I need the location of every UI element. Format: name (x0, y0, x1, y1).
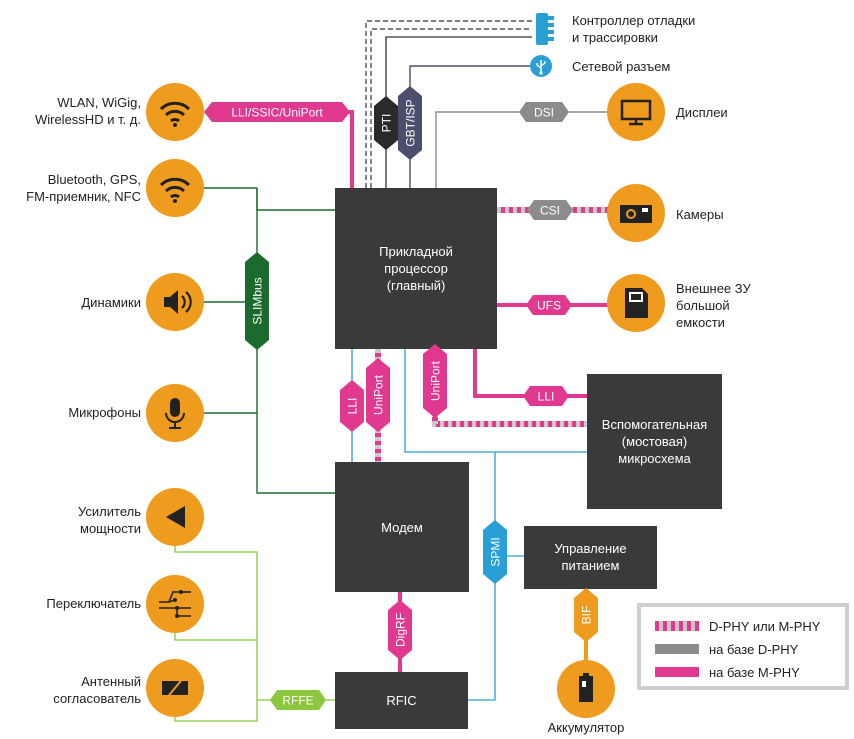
tag-uniport-modem (366, 358, 390, 432)
rfic-label: RFIC (386, 693, 417, 708)
camera-icon (607, 184, 665, 242)
dsi-line (435, 111, 610, 188)
tag-bif-text: BIF (580, 606, 594, 625)
tag-uniport-bridge-text: UniPort (429, 360, 443, 401)
legend-row-mphy: на базе M-PHY (655, 664, 800, 680)
legend-label-mphy: на базе M-PHY (709, 664, 800, 680)
label-displays: Дисплеи (676, 105, 728, 120)
label-network-port: Сетевой разъем (572, 59, 671, 74)
label-debug-controller: Контроллер отладки и трассировки (572, 13, 696, 45)
tag-gbt-isp (398, 86, 422, 160)
tag-digrf (388, 600, 412, 660)
tag-csi-text: CSI (540, 204, 560, 218)
usb-icon (530, 55, 552, 77)
tag-lli-bridge (523, 386, 569, 406)
legend-row-dphy-mphy: D-PHY или M-PHY (655, 618, 821, 634)
modem-label: Модем (381, 520, 423, 535)
label-battery: Аккумулятор (547, 720, 625, 735)
wifi-icon (146, 83, 204, 141)
tag-spmi-text: SPMI (489, 537, 503, 566)
wlan-lli-line (205, 110, 354, 188)
amplifier-icon (146, 488, 204, 546)
battery-icon (557, 660, 615, 718)
tag-lli-modem-text: LLI (346, 398, 360, 415)
tag-lli-wlan-text: LLI/SSIC/UniPort (231, 106, 323, 120)
tag-bif (574, 588, 598, 642)
tag-dsi-text: DSI (534, 106, 554, 120)
microphone-icon (146, 384, 204, 442)
speaker-icon (146, 273, 204, 331)
tuner-icon (146, 659, 204, 717)
label-microphones: Микрофоны (68, 405, 141, 420)
bridge-uniport-line (432, 349, 587, 427)
tag-lli-bridge-text: LLI (538, 390, 555, 404)
label-amplifier: Усилитель мощности (78, 504, 141, 536)
label-tuner: Антенный согласователь (53, 674, 141, 706)
debug-lines (365, 20, 532, 188)
legend-swatch-striped (655, 621, 699, 631)
label-speakers: Динамики (81, 295, 141, 310)
app-processor-label: Прикладной процессор (главный) (379, 244, 453, 293)
label-wlan: WLAN, WiGig, WirelessHD и т. д. (34, 95, 141, 127)
legend: D-PHY или M-PHY на базе D-PHY на базе M-… (637, 603, 849, 690)
display-icon (607, 83, 665, 141)
tag-digrf-text: DigRF (394, 613, 408, 647)
switch-icon (146, 575, 204, 633)
tag-lli-modem (340, 380, 364, 432)
tag-ufs (526, 295, 572, 315)
tag-spmi (483, 520, 507, 584)
tag-rffe (270, 690, 326, 710)
tag-uniport-bridge (423, 344, 447, 418)
tag-slimbus (245, 252, 269, 350)
app-processor-box (335, 188, 497, 349)
tag-pti (374, 96, 398, 150)
legend-label-dphy-mphy: D-PHY или M-PHY (709, 618, 821, 634)
bridge-box (587, 374, 722, 509)
tag-lli-wlan (204, 102, 350, 122)
sd-card-icon (607, 274, 665, 332)
tag-rffe-text: RFFE (282, 694, 313, 708)
legend-row-dphy: на базе D-PHY (655, 641, 799, 657)
label-cameras: Камеры (676, 207, 724, 222)
tag-pti-text: PTI (380, 114, 394, 133)
tag-gbt-isp-text: GBT/ISP (404, 99, 418, 146)
power-label: Управление питанием (554, 541, 627, 573)
label-switch: Переключатель (46, 596, 141, 611)
bridge-label: Вспомогательная (мостовая) микросхема (601, 417, 708, 466)
debug-connector-icon (536, 13, 554, 45)
power-box (524, 526, 657, 589)
rfic-box (335, 672, 468, 729)
tag-csi (527, 200, 573, 220)
modem-box (335, 462, 469, 592)
tag-dsi (519, 102, 569, 122)
wifi-icon (146, 159, 204, 217)
tag-uniport-modem-text: UniPort (372, 374, 386, 415)
tag-ufs-text: UFS (537, 299, 561, 313)
gbt-isp-line (409, 65, 530, 188)
tag-slimbus-text: SLIMbus (251, 277, 265, 324)
legend-swatch-gray (655, 644, 699, 654)
label-bluetooth: Bluetooth, GPS, FM-приемник, NFC (26, 172, 141, 204)
label-storage: Внешнее ЗУ большой емкости (676, 281, 751, 330)
legend-label-dphy: на базе D-PHY (709, 641, 799, 657)
legend-swatch-magenta (655, 667, 699, 677)
